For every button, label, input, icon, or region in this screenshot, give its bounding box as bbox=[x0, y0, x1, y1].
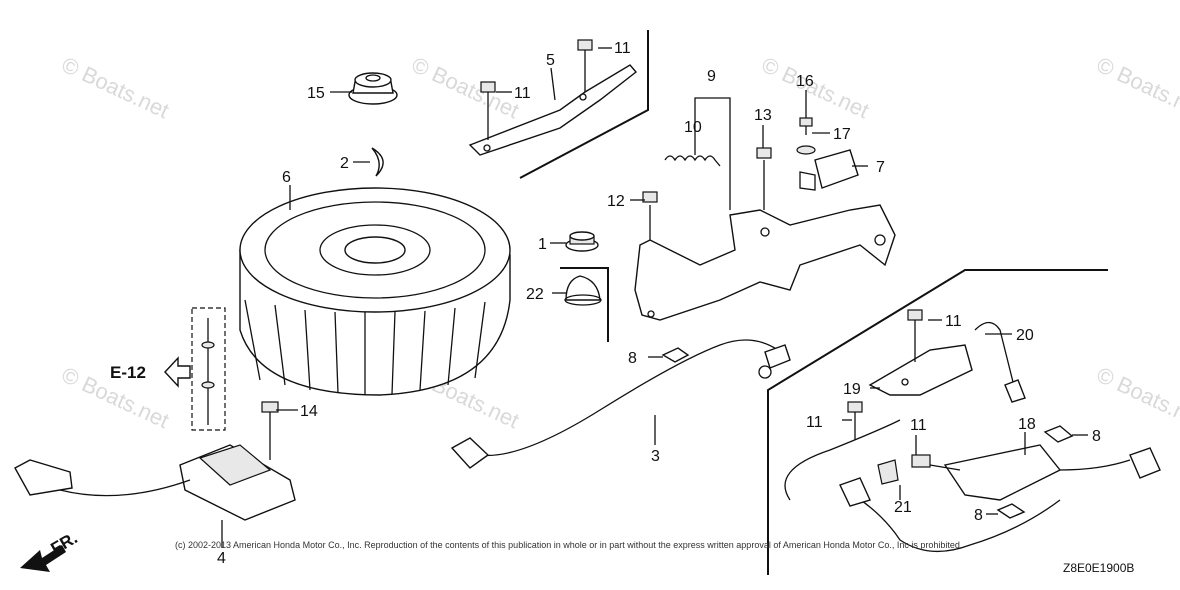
frame-line-top bbox=[519, 30, 649, 179]
callout-1: 1 bbox=[538, 236, 547, 253]
copyright-notice: (c) 2002-2013 American Honda Motor Co., … bbox=[175, 540, 962, 550]
switch-7 bbox=[796, 110, 859, 191]
callout-14: 14 bbox=[300, 403, 318, 420]
leader-lines bbox=[221, 47, 1088, 548]
harness-18 bbox=[784, 401, 1161, 553]
callout-16: 16 bbox=[796, 73, 814, 90]
callout-4: 4 bbox=[217, 550, 226, 567]
watermark: © Boats.net bbox=[408, 52, 523, 123]
callout-19: 21 bbox=[894, 499, 912, 516]
callout-17: 17 bbox=[833, 126, 851, 143]
wire-21 bbox=[974, 321, 1026, 403]
bracket-3 bbox=[468, 39, 638, 156]
spring-10 bbox=[664, 155, 721, 167]
grommet-1 bbox=[565, 231, 599, 252]
callout-11: 11 bbox=[910, 417, 927, 434]
clip-8 bbox=[661, 347, 1074, 519]
callout-layer: 15 2 5 11 11 6 1 22 8 14 4 12 9 10 13 16… bbox=[217, 40, 1101, 567]
wire-6 bbox=[450, 339, 791, 469]
reference-arrow: E-12 bbox=[110, 356, 191, 388]
callout-5: 6 bbox=[282, 169, 291, 186]
callout-8: 8 bbox=[628, 350, 637, 367]
callout-9: 9 bbox=[707, 68, 716, 85]
callout-8: 8 bbox=[1092, 428, 1101, 445]
stud-box bbox=[191, 307, 226, 431]
callout-7: 7 bbox=[876, 159, 885, 176]
callout-2: 2 bbox=[340, 155, 349, 172]
frame-lines bbox=[519, 30, 1108, 575]
callout-21: 20 bbox=[1016, 327, 1034, 344]
watermark: © Boats.net bbox=[1093, 52, 1180, 123]
control-bracket-9 bbox=[634, 147, 896, 321]
ignition-coil-4 bbox=[14, 401, 296, 521]
callout-12: 12 bbox=[607, 193, 625, 210]
watermark: © Boats.net bbox=[58, 52, 173, 123]
callout-20: 19 bbox=[843, 381, 861, 398]
frame-line-mid bbox=[560, 267, 609, 342]
front-arrow: FR. bbox=[20, 528, 81, 572]
callout-11: 11 bbox=[945, 313, 962, 330]
diagram-code: Z8E0E1900B bbox=[1063, 561, 1134, 575]
callout-3: 5 bbox=[546, 52, 555, 69]
flange-nut-15 bbox=[348, 72, 398, 105]
callout-8: 8 bbox=[974, 507, 983, 524]
reference-label: E-12 bbox=[110, 363, 146, 382]
callout-13: 13 bbox=[754, 107, 772, 124]
callout-6: 3 bbox=[651, 448, 660, 465]
bracket-20 bbox=[868, 309, 973, 396]
cap-22 bbox=[564, 275, 602, 306]
watermark: © Boats.net bbox=[1093, 362, 1180, 433]
callout-22: 22 bbox=[526, 286, 544, 303]
key-2 bbox=[371, 147, 384, 177]
frame-line-right bbox=[767, 269, 1108, 575]
callout-10: 10 bbox=[684, 119, 702, 136]
callout-18: 18 bbox=[1018, 416, 1036, 433]
callout-11: 11 bbox=[514, 85, 531, 102]
callout-15: 15 bbox=[307, 85, 325, 102]
callout-11: 11 bbox=[806, 414, 823, 431]
callout-11: 11 bbox=[614, 40, 631, 57]
watermark: © Boats.net bbox=[758, 52, 873, 123]
flywheel-5 bbox=[239, 187, 511, 396]
